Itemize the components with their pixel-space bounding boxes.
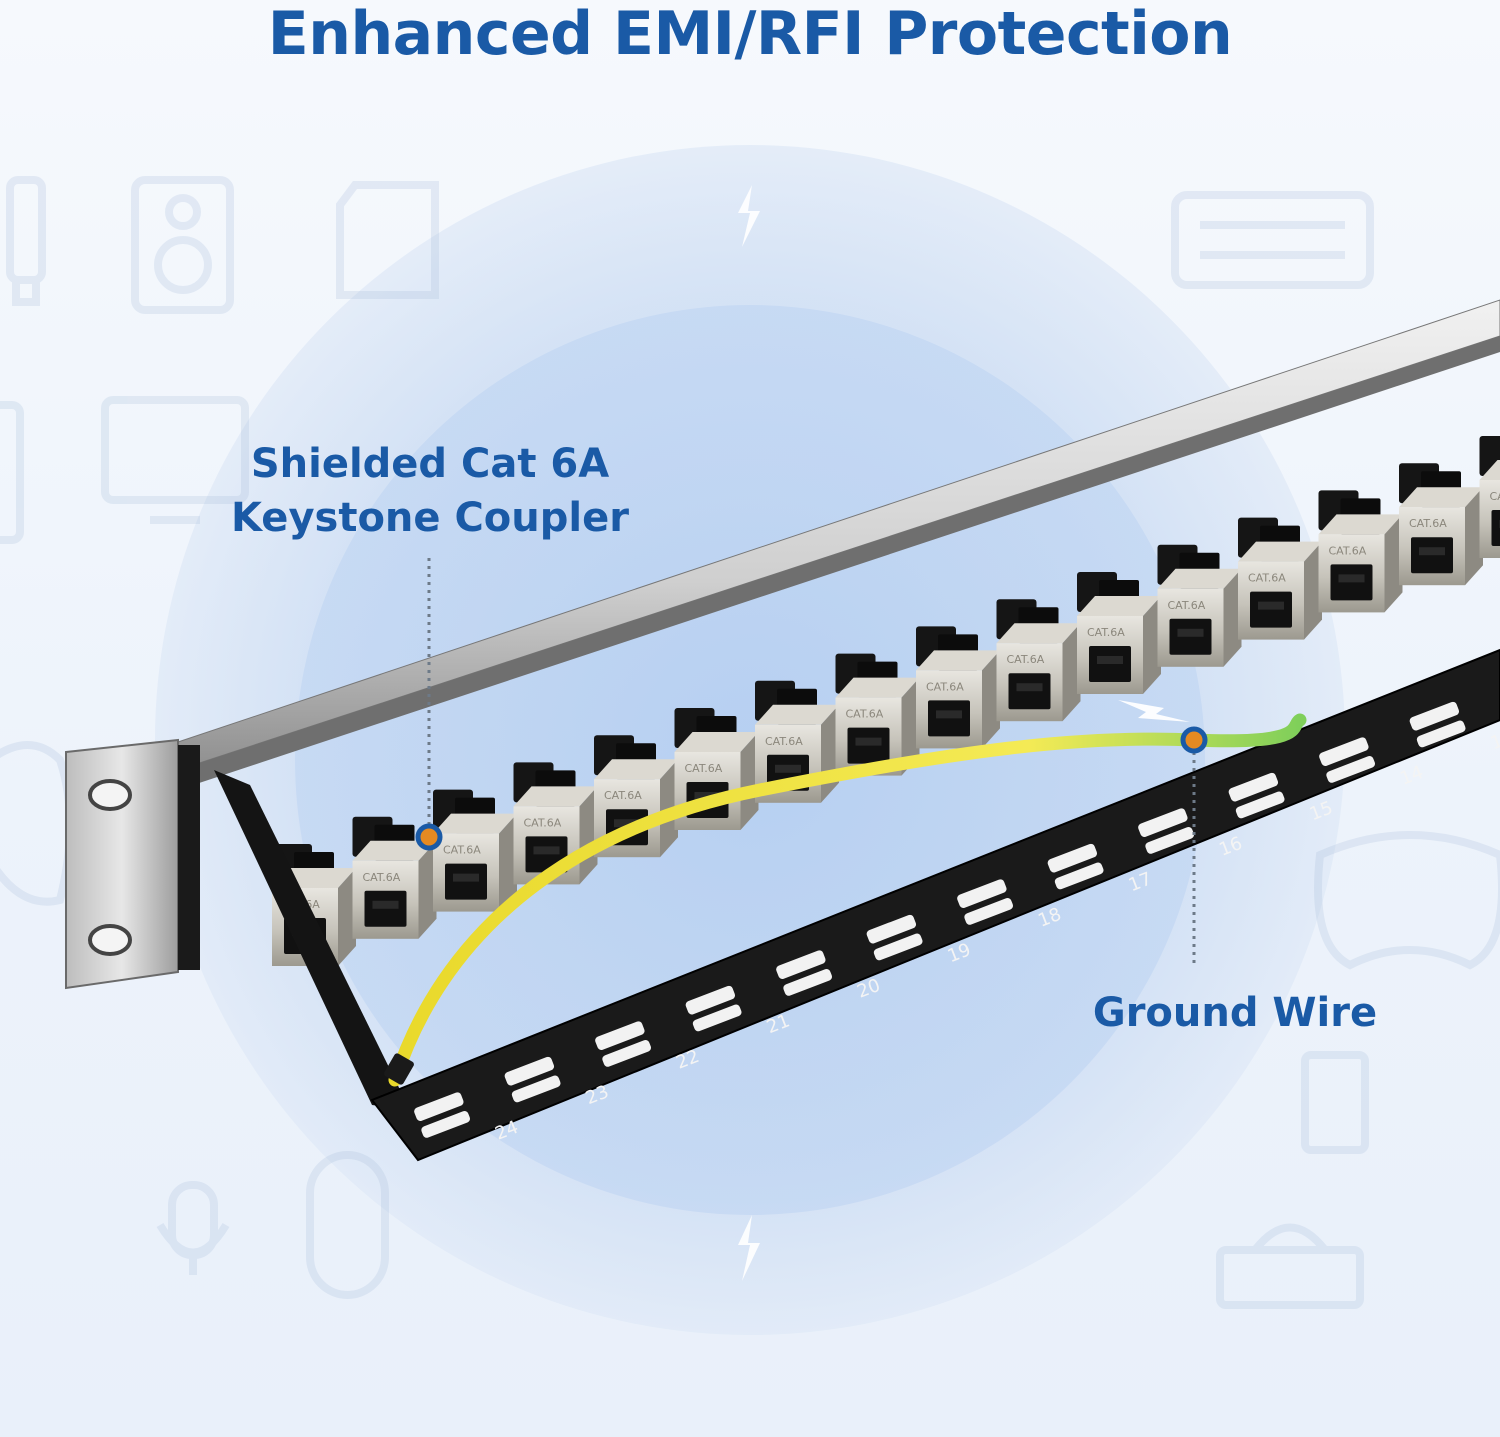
sd-card-icon [336, 181, 439, 299]
coupler-marking: CAT.6A [1168, 599, 1206, 612]
coupler-marking: CAT.6A [1007, 653, 1045, 666]
gamepad-icon [0, 741, 74, 906]
router-icon [1216, 1223, 1364, 1309]
lightning-icon [738, 185, 760, 247]
background-icons [0, 176, 1500, 1309]
coupler-callout-label: Shielded Cat 6A Keystone Coupler [200, 437, 660, 545]
coupler-marking: CAT.6A [443, 844, 481, 857]
display-icon-right [1301, 1051, 1369, 1154]
coupler-marking: CAT.6A [524, 816, 562, 829]
ground-callout-label: Ground Wire [1092, 990, 1378, 1036]
mouse-icon [306, 1151, 389, 1299]
coupler-marking: CAT.6A [1409, 517, 1447, 530]
coupler-marking: CAT.6A [846, 708, 884, 721]
coupler-marking: CAT.6A [1329, 544, 1367, 557]
coupler-marking: CAT.6A [926, 680, 964, 693]
phone-icon [0, 401, 24, 544]
ground-callout-dot [1180, 726, 1208, 754]
ground-wire [388, 713, 1307, 1087]
coupler-marking: CAT.6A [1087, 626, 1125, 639]
coupler-marking: CAT.6A [1248, 572, 1286, 585]
coupler-callout-line1: Shielded Cat 6A [250, 441, 610, 487]
cable-management-bar [214, 770, 410, 1110]
lightning-icon [1118, 700, 1190, 722]
port-number: 14 [1397, 762, 1426, 790]
coupler-marking: CAT.6A [604, 789, 642, 802]
usb-icon [6, 176, 46, 306]
keyboard-icon [1171, 191, 1374, 289]
keystone-couplers: CAT.6A CAT.6A CAT.6A CAT.6A CAT.6A CAT.6A CAT.… [272, 436, 1500, 966]
gamepad-icon-right [1314, 831, 1500, 970]
port-number: 13 [1488, 726, 1500, 754]
mounting-ear [65, 738, 200, 990]
lightning-icon [738, 1215, 760, 1281]
coupler-marking: CAT.6A [765, 735, 803, 748]
cable-management-bar [370, 648, 1500, 1162]
coupler-callout-dot [415, 823, 443, 851]
page-title: Enhanced EMI/RFI Protection [267, 0, 1233, 69]
coupler-marking: CAT.6A [685, 762, 723, 775]
microphone-icon [156, 1181, 230, 1275]
coupler-marking: CAT.6A [1490, 490, 1500, 503]
speaker-icon [131, 176, 234, 314]
bar-slot: 14 [1319, 737, 1426, 790]
coupler-marking: CAT.6A [363, 871, 401, 884]
monitor-icon [101, 396, 249, 524]
coupler-callout-line2: Keystone Coupler [231, 495, 629, 541]
